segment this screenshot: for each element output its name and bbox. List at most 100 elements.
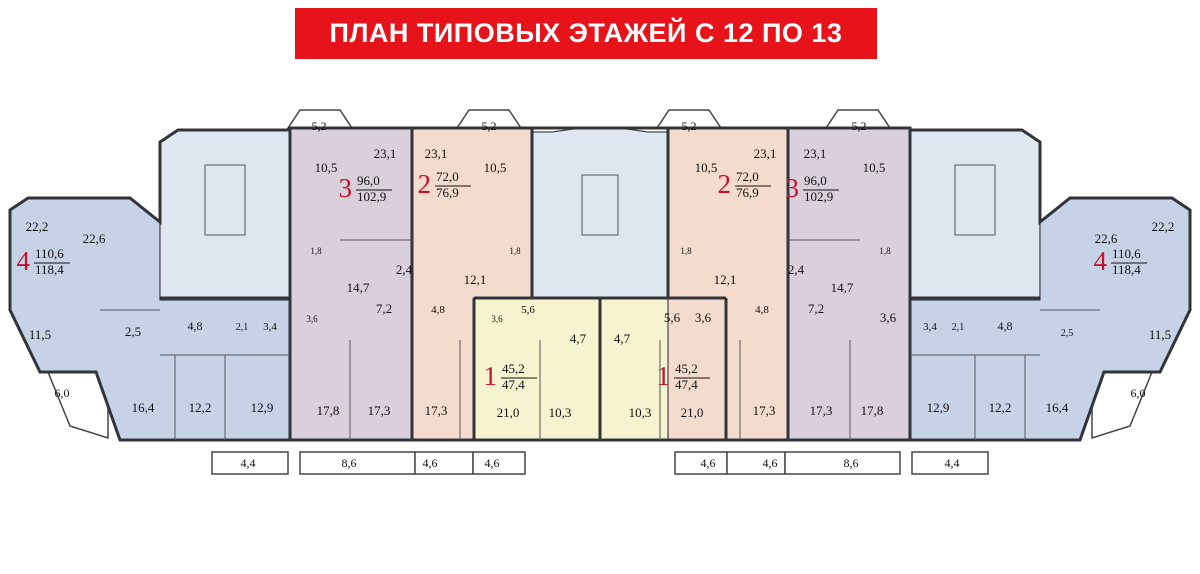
balcony-bottom-8 [911, 451, 989, 475]
apartment-rooms-count: 4 [17, 246, 31, 276]
room-area-label: 23,1 [804, 146, 827, 161]
room-area-label: 4,6 [423, 456, 438, 470]
apartment-rooms-count: 3 [786, 173, 800, 203]
room-area-label: 10,5 [484, 160, 507, 175]
apartment-total-area: 72,0 [736, 169, 759, 184]
room-area-label: 6,0 [55, 386, 70, 400]
room-area-label: 21,0 [497, 405, 520, 420]
room-area-label: 2,1 [236, 322, 249, 333]
room-area-label: 11,5 [29, 327, 51, 342]
room-area-label: 17,3 [368, 403, 391, 418]
room-area-label: 2,1 [952, 322, 965, 333]
room-area-label: 3,4 [923, 321, 937, 333]
room-area-label: 12,9 [927, 400, 950, 415]
room-area-label: 21,0 [681, 405, 704, 420]
room-area-label: 2,4 [788, 262, 805, 277]
room-area-label: 22,2 [1152, 219, 1175, 234]
room-area-label: 4,8 [998, 319, 1013, 333]
apartment-total-area: 96,0 [804, 173, 827, 188]
room-area-label: 12,2 [989, 400, 1012, 415]
room-area-label: 11,5 [1149, 327, 1171, 342]
apartment-zone-3-left [289, 127, 413, 441]
apartment-balcony-area: 76,9 [436, 185, 459, 200]
outer-wall [8, 126, 1192, 442]
room-area-label: 6,0 [1131, 386, 1146, 400]
room-area-label: 7,2 [376, 301, 392, 316]
room-area-label: 17,3 [753, 403, 776, 418]
room-area-label: 12,2 [189, 400, 212, 415]
room-area-label: 17,3 [810, 403, 833, 418]
room-area-label: 5,6 [664, 310, 681, 325]
room-area-label: 4,8 [188, 319, 203, 333]
room-area-label: 2,4 [396, 262, 413, 277]
apartment-rooms-count: 2 [418, 169, 432, 199]
title-banner: ПЛАН ТИПОВЫХ ЭТАЖЕЙ С 12 ПО 13 [295, 8, 877, 59]
apartment-total-area: 72,0 [436, 169, 459, 184]
apartment-balcony-area: 102,9 [357, 189, 386, 204]
room-area-label: 16,4 [1046, 400, 1069, 415]
room-area-label: 3,6 [306, 314, 318, 324]
room-area-label: 12,1 [714, 272, 737, 287]
room-area-label: 2,5 [125, 324, 141, 339]
balcony-bottom-4 [472, 451, 526, 475]
room-area-label: 16,4 [132, 400, 155, 415]
room-area-label: 2,5 [1061, 328, 1074, 339]
room-area-label: 14,7 [347, 280, 370, 295]
room-area-label: 4,7 [614, 331, 631, 346]
room-area-label: 4,4 [241, 456, 256, 470]
room-area-label: 22,2 [26, 219, 49, 234]
apartment-zones [9, 127, 1191, 441]
apartment-total-area: 110,6 [1112, 246, 1141, 261]
balconies [46, 109, 1154, 475]
room-area-label: 17,8 [317, 403, 340, 418]
room-area-label: 3,6 [491, 314, 503, 324]
apartment-rooms-count: 2 [718, 169, 732, 199]
apartment-rooms-count: 1 [484, 361, 498, 391]
room-area-label: 10,3 [549, 405, 572, 420]
room-area-label: 1,8 [680, 246, 692, 256]
room-area-label: 3,6 [695, 310, 712, 325]
room-area-label: 22,6 [83, 231, 106, 246]
room-area-label: 5,6 [521, 304, 535, 316]
balcony-bottom-1 [211, 451, 289, 475]
apartment-total-area: 110,6 [35, 246, 64, 261]
apartment-zone-core-center [531, 127, 669, 299]
apartment-zone-core-right [909, 129, 1041, 299]
room-area-label: 23,1 [754, 146, 777, 161]
room-area-label: 14,7 [831, 280, 854, 295]
room-area-label: 22,6 [1095, 231, 1118, 246]
apartment-balcony-area: 76,9 [736, 185, 759, 200]
room-area-label: 8,6 [844, 456, 859, 470]
room-area-label: 17,3 [425, 403, 448, 418]
apartment-rooms-count: 3 [339, 173, 353, 203]
room-area-label: 5,2 [312, 119, 327, 133]
room-area-label: 10,5 [695, 160, 718, 175]
room-area-label: 3,4 [263, 321, 277, 333]
room-area-label: 5,2 [682, 119, 697, 133]
apartment-zone-core-left [159, 129, 291, 299]
room-area-label: 5,2 [852, 119, 867, 133]
balcony-bottom-7 [784, 451, 901, 475]
room-area-label: 12,9 [251, 400, 274, 415]
apartment-balcony-area: 118,4 [1112, 262, 1141, 277]
room-area-label: 23,1 [425, 146, 448, 161]
room-area-label: 4,6 [485, 456, 500, 470]
room-area-label: 17,8 [861, 403, 884, 418]
partitions [100, 164, 1100, 440]
room-area-label: 12,1 [464, 272, 487, 287]
room-area-label: 8,6 [342, 456, 357, 470]
room-area-label: 4,7 [570, 331, 587, 346]
room-area-label: 1,8 [310, 246, 322, 256]
apartment-balcony-area: 47,4 [502, 377, 525, 392]
room-area-label: 1,8 [509, 246, 521, 256]
room-area-label: 10,5 [315, 160, 338, 175]
apartment-balcony-area: 102,9 [804, 189, 833, 204]
room-area-label: 10,5 [863, 160, 886, 175]
room-area-label: 23,1 [374, 146, 397, 161]
apartment-rooms-count: 4 [1094, 246, 1108, 276]
room-area-label: 4,8 [431, 304, 445, 316]
room-area-label: 7,2 [808, 301, 824, 316]
apartment-total-area: 45,2 [502, 361, 525, 376]
apartment-total-area: 45,2 [675, 361, 698, 376]
